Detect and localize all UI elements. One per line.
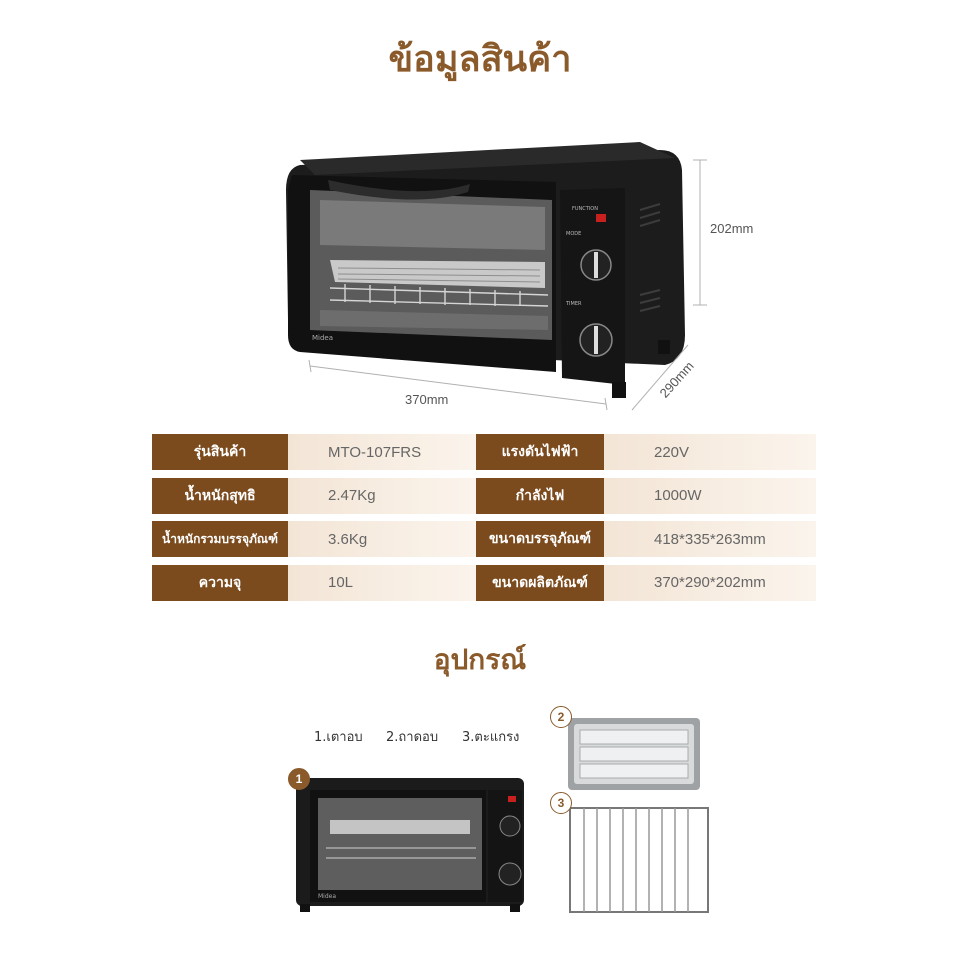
spec-label: น้ำหนักรวมบรรจุภัณฑ์	[152, 521, 288, 557]
accessory-label-tray: 2.ถาดอบ	[386, 730, 439, 745]
accessory-badge-3: 3	[550, 792, 572, 814]
spec-value: MTO-107FRS	[288, 434, 476, 470]
spec-row: รุ่นสินค้า MTO-107FRS แรงดันไฟฟ้า 220V	[152, 434, 816, 470]
accessory-badge-1: 1	[288, 768, 310, 790]
height-dimension: 202mm	[710, 221, 754, 236]
svg-text:Midea: Midea	[318, 893, 336, 900]
svg-text:FUNCTION: FUNCTION	[572, 206, 598, 212]
spec-value: 220V	[604, 434, 816, 470]
spec-label: ความจุ	[152, 564, 288, 601]
spec-label: ขนาดผลิตภัณฑ์	[476, 564, 604, 601]
spec-value: 370*290*202mm	[604, 564, 816, 601]
page-title: ข้อมูลสินค้า	[388, 39, 572, 80]
brand-logo: Midea	[312, 334, 333, 342]
width-dimension: 370mm	[405, 392, 449, 407]
svg-text:TIMER: TIMER	[565, 301, 582, 307]
accessory-label-rack: 3.ตะแกรง	[462, 730, 520, 745]
spec-value: 1000W	[604, 477, 816, 514]
spec-value: 3.6Kg	[288, 521, 476, 557]
svg-text:MODE: MODE	[566, 231, 581, 237]
accessory-badge-2: 2	[550, 706, 572, 728]
spec-value: 10L	[288, 564, 476, 601]
spec-label: กำลังไฟ	[476, 477, 604, 514]
spec-label: ขนาดบรรจุภัณฑ์	[476, 521, 604, 557]
spec-row: น้ำหนักรวมบรรจุภัณฑ์ 3.6Kg ขนาดบรรจุภัณฑ…	[152, 521, 816, 557]
accessories-title: อุปกรณ์	[433, 643, 527, 676]
spec-row: ความจุ 10L ขนาดผลิตภัณฑ์ 370*290*202mm	[152, 564, 816, 601]
spec-label: น้ำหนักสุทธิ	[152, 477, 288, 514]
spec-label: แรงดันไฟฟ้า	[476, 434, 604, 470]
spec-value: 418*335*263mm	[604, 521, 816, 557]
spec-label: รุ่นสินค้า	[152, 434, 288, 470]
accessory-label-oven: 1.เตาอบ	[314, 730, 363, 745]
spec-value: 2.47Kg	[288, 477, 476, 514]
spec-table: รุ่นสินค้า MTO-107FRS แรงดันไฟฟ้า 220V น…	[152, 434, 816, 608]
spec-row: น้ำหนักสุทธิ 2.47Kg กำลังไฟ 1000W	[152, 477, 816, 514]
